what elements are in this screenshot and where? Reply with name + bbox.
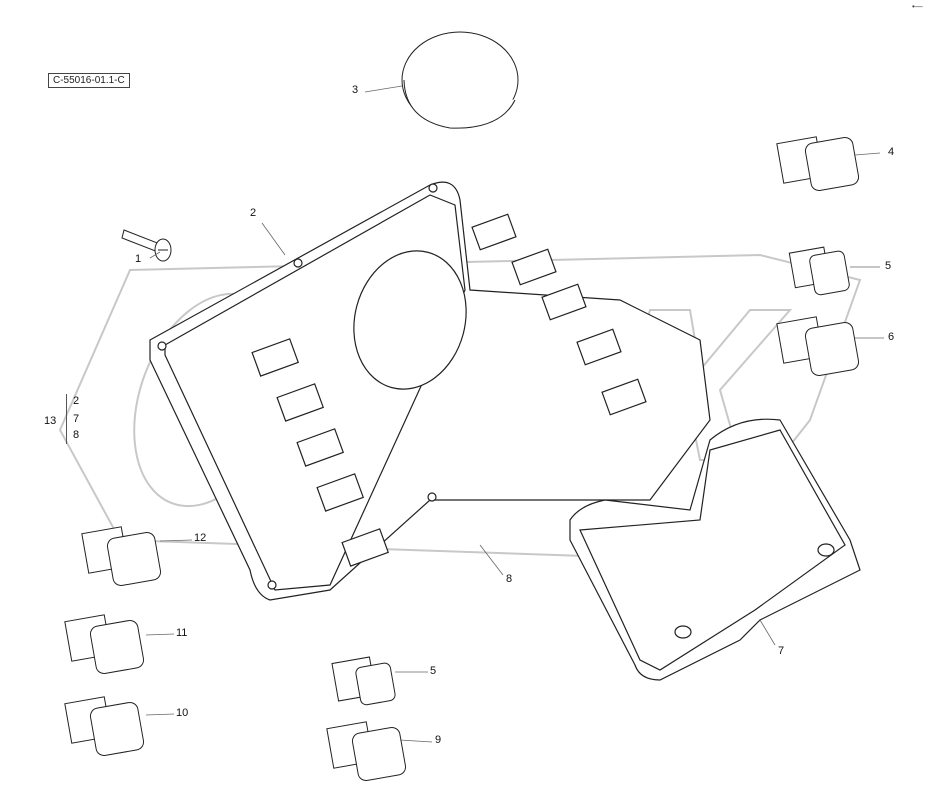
switch-part-4 (776, 136, 860, 192)
group-13-item: 8 (73, 429, 80, 441)
bezel-panel (149, 181, 711, 601)
reference-code: C-55016-01.1-C (48, 73, 130, 88)
cap-part (401, 31, 519, 129)
switch-part-11 (64, 614, 145, 675)
rear-housing (569, 418, 861, 681)
leader-lines (145, 85, 884, 743)
screw-part (121, 229, 172, 262)
callout-7: 7 (778, 645, 785, 657)
group-13-item: 2 (73, 395, 80, 407)
callout-9: 9 (435, 734, 442, 746)
corner-mark: •— (912, 2, 923, 11)
switch-part-5a (788, 246, 850, 296)
group-13-bracket (66, 394, 85, 444)
switch-part-6 (776, 316, 860, 377)
callout-12: 12 (194, 532, 207, 544)
switch-part-10 (64, 696, 145, 757)
callout-4: 4 (888, 146, 895, 158)
callout-3: 3 (352, 84, 359, 96)
switch-part-12 (81, 526, 162, 587)
callout-13: 13 (44, 415, 57, 427)
callout-10: 10 (176, 707, 189, 719)
callout-2: 2 (250, 207, 257, 219)
callout-11: 11 (176, 627, 188, 639)
group-13-item: 7 (73, 413, 80, 425)
callout-5-top: 5 (885, 260, 892, 272)
switch-part-9 (326, 721, 407, 782)
callout-6: 6 (888, 331, 895, 343)
callout-8: 8 (506, 573, 513, 585)
callout-1: 1 (135, 253, 142, 265)
callout-5-bottom: 5 (430, 665, 437, 677)
switch-part-5b (331, 656, 396, 706)
